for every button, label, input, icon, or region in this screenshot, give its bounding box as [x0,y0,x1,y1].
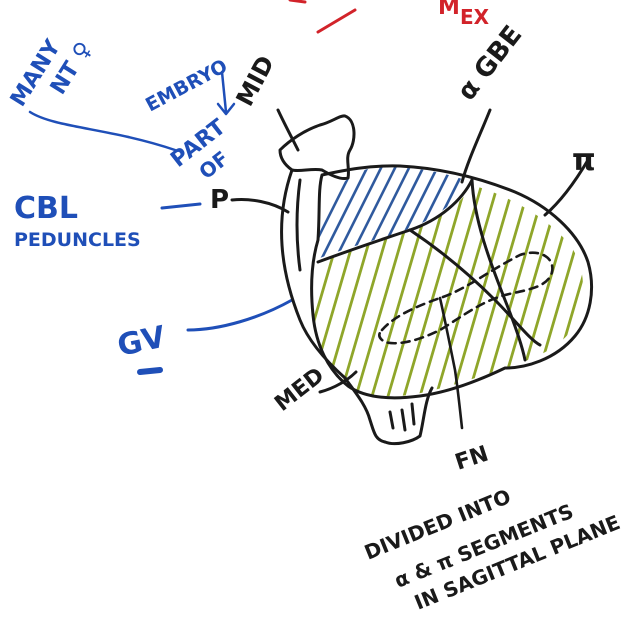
red-fragment-1: M [438,0,460,20]
gv-underline [140,370,160,372]
part-of-annotation: PART OF [166,115,233,184]
internal-division-2 [410,230,540,345]
p-pointer [232,200,288,213]
pi-hatch-line [592,170,628,410]
medulla-marks [390,404,414,430]
alpha-pointer [462,110,490,182]
gv-label: GV [114,319,169,363]
med-label: MED [270,363,329,417]
internal-division-1 [472,180,525,360]
black-labels: MID P α GBE π MED FN DIVIDED INTO α & π … [210,20,623,614]
red-stroke [290,0,305,2]
embryo-label: EMBRYO [142,55,231,116]
gv-annotation: GV [114,300,292,372]
many-nt-bracket [30,112,175,150]
pi-label: π [572,143,596,178]
pi-hatch-line [560,170,628,410]
cbl-label: CBL [14,191,78,226]
mid-label: MID [231,51,280,111]
pi-hatch-line [608,170,628,410]
p-label: P [210,185,229,215]
cbl-pointer-line [162,204,200,208]
fn-label: FN [452,442,492,476]
cbl-peduncles-annotation: CBL PEDUNCLES [14,191,200,251]
red-stroke [318,10,355,32]
embryo-annotation: EMBRYO [142,55,234,116]
gv-pointer-line [188,300,292,330]
pons-inner-line [297,180,300,270]
peduncles-label: PEDUNCLES [14,229,141,251]
red-fragment-2: EX [460,5,490,29]
alpha-gbe-label: α GBE [452,20,528,106]
top-red-annotation: M EX [290,0,490,32]
pi-hatch-line [576,170,628,410]
